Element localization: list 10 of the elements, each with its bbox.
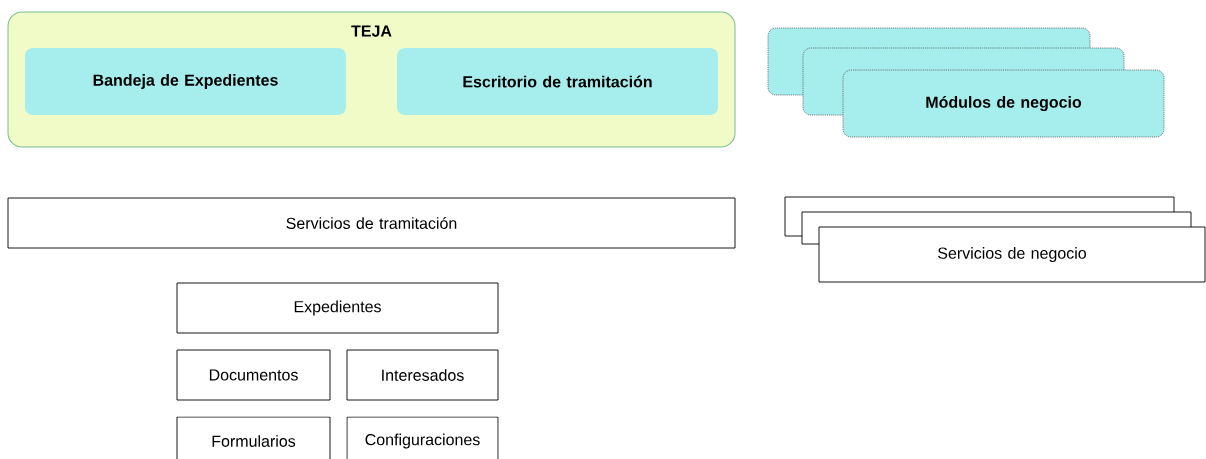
service-box: Servicios de negocio: [818, 226, 1206, 283]
module-box: Módulos de negocio: [842, 69, 1165, 138]
service-box: Formularios: [176, 416, 331, 459]
service-box: Expedientes: [176, 282, 499, 334]
service-box: Documentos: [176, 349, 331, 401]
service-box: Interesados: [346, 349, 499, 401]
service-box: Configuraciones: [346, 416, 499, 459]
component-box: Escritorio de tramitación: [397, 48, 718, 115]
service-box: Servicios de tramitación: [7, 197, 736, 249]
component-box: Bandeja de Expedientes: [25, 48, 346, 115]
